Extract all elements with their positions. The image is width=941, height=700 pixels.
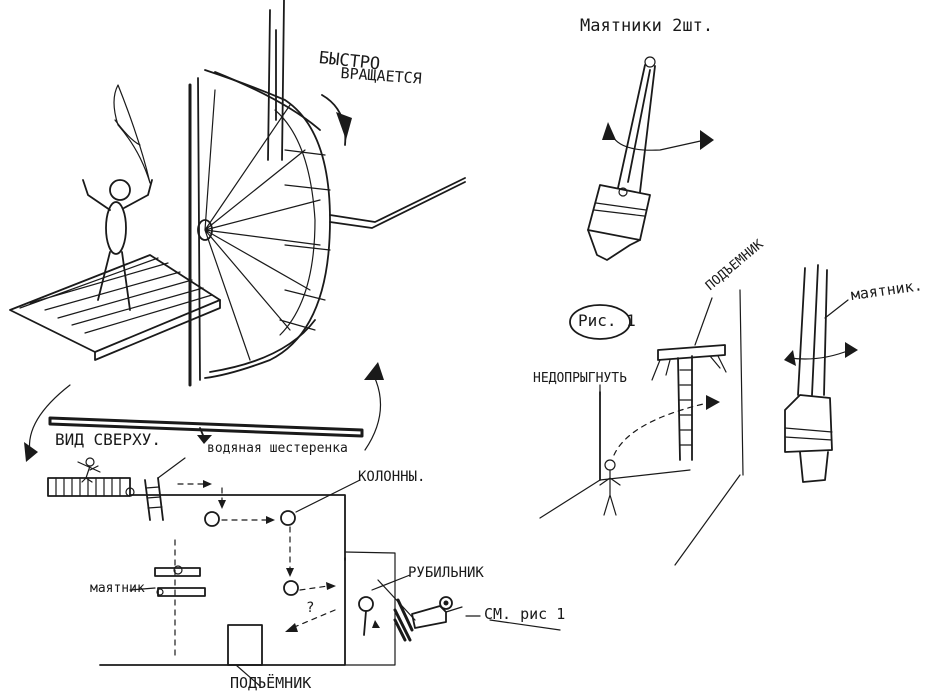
top-view-plan <box>24 362 561 687</box>
label-rubilnik: РУБИЛЬНИК <box>408 565 484 581</box>
water-wheel-scene <box>9 0 466 387</box>
pendulum-sketch <box>587 56 714 261</box>
label-nedoprygnut: НЕДОПРЫГНУТЬ <box>533 371 627 386</box>
label-vodyanaya-shesterenka: водяная шестеренка <box>207 441 348 456</box>
camera-icon <box>411 596 481 629</box>
label-vid-sverkhu: ВИД СВЕРХУ. <box>55 430 161 449</box>
label-podyomnik-bottom: ПОДЪЁМНИК <box>230 674 312 692</box>
label-mayatnik-left: маятник <box>90 581 145 596</box>
label-question-mark: ? <box>306 600 315 616</box>
label-ris1: Рис. 1 <box>578 311 636 330</box>
figure-1 <box>539 264 858 566</box>
label-mayatniki-2sht: Маятники 2шт. <box>580 16 714 36</box>
label-kolonny: КОЛОННЫ. <box>358 469 426 485</box>
label-sm-ris1: СМ. рис 1 <box>484 605 566 623</box>
